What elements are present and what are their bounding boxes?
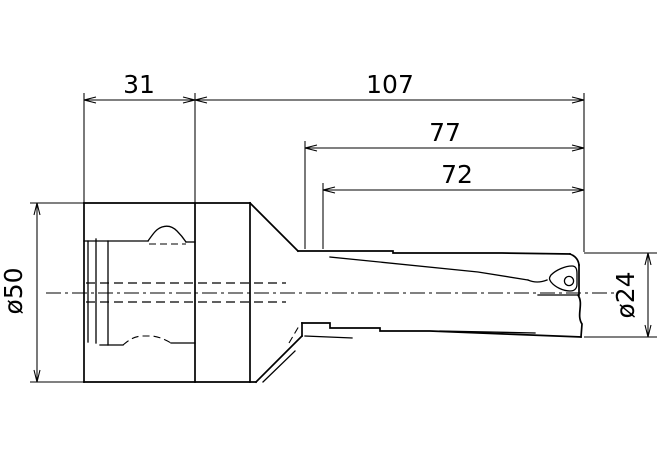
insert-screw-hole [563,275,575,287]
arrow-up-icon [644,252,652,266]
flute-bottom-line-1 [304,335,353,339]
arrow-down-icon [644,324,652,338]
arrow-down-icon [33,369,41,383]
arrow-left-icon [304,144,318,152]
tip-top-corner [568,252,580,266]
dim-label-d50: ø50 [0,267,28,314]
dim-label-d24: ø24 [611,271,640,318]
arrow-right-icon [571,96,585,104]
insert-pocket-curve [527,279,548,283]
bottom-taper-inner [262,350,296,383]
dim-label-72: 72 [441,160,473,189]
drill-bottom-edge [301,322,582,338]
insert [548,265,578,292]
arrow-left-icon [322,186,336,194]
tip-right-edge-lower [576,293,583,338]
arrow-left-icon [194,96,208,104]
drill-top-edge [297,250,571,255]
bottom-taper-hidden [288,325,300,344]
top-taper [248,201,300,253]
insert-outline [548,265,578,292]
dim-label-77: 77 [429,118,461,147]
arrow-left-icon [83,96,97,104]
dimension-cutting-diameter: ø24 [584,252,657,338]
arrow-right-icon [571,144,585,152]
flute-bottom-line-2 [439,330,536,334]
bottom-arc-hidden [122,335,172,346]
flute-top-line [329,256,529,281]
dimension-usable-length-long: 77 [304,118,585,249]
dim-label-107: 107 [366,70,414,99]
hidden-lines [86,282,286,303]
dimension-usable-length-short: 72 [322,160,585,249]
shank-internal-details [83,225,196,346]
arrow-right-icon [571,186,585,194]
dimension-overall-length: 107 [194,70,585,252]
dim-label-31: 31 [123,70,155,99]
dimension-flange-length: 31 [83,70,196,202]
clamp-bump [147,225,187,243]
bottom-taper [254,334,304,384]
arrow-up-icon [33,202,41,216]
dimension-shank-diameter: ø50 [0,202,84,383]
